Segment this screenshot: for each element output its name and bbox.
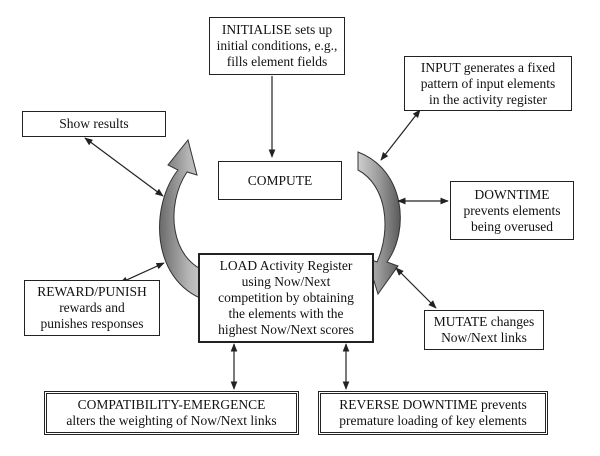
initialise-line-3: fills element fields bbox=[226, 54, 328, 69]
load-line-2: using Now/Next bbox=[241, 274, 331, 289]
cycle-arrow-left bbox=[159, 138, 209, 301]
input-line-2: pattern of input elements bbox=[420, 75, 556, 91]
load-line-5: highest Now/Next scores bbox=[218, 322, 354, 337]
show-results-box: Show results bbox=[22, 111, 166, 137]
connector-input-right-arrow bbox=[380, 109, 421, 161]
compute-box: COMPUTE bbox=[218, 161, 342, 200]
reward-punish-box: REWARD/PUNISH rewards and punishes respo… bbox=[24, 280, 160, 336]
compatibility-line-2: alters the weighting of Now/Next links bbox=[66, 413, 277, 428]
downtime-line-2: prevents elements bbox=[463, 202, 561, 218]
load-activity-register-box: LOAD Activity Register using Now/Next co… bbox=[198, 253, 374, 343]
mutate-line-2: Now/Next links bbox=[441, 330, 527, 345]
input-line-1: INPUT generates a fixed bbox=[420, 59, 556, 75]
mutate-box: MUTATE changes Now/Next links bbox=[424, 310, 544, 350]
reverse-downtime-line-1: REVERSE DOWNTIME prevents bbox=[339, 397, 527, 412]
initialise-line-1: INITIALISE sets up bbox=[221, 22, 333, 37]
mutate-line-1: MUTATE changes bbox=[433, 314, 535, 329]
compatibility-line-1: COMPATIBILITY-EMERGENCE bbox=[77, 397, 266, 412]
reward-punish-line-3: punishes responses bbox=[40, 316, 144, 331]
reward-punish-line-1: REWARD/PUNISH bbox=[37, 284, 147, 299]
compatibility-emergence-box: COMPATIBILITY-EMERGENCE alters the weigh… bbox=[44, 391, 299, 435]
downtime-line-1: DOWNTIME bbox=[474, 186, 550, 202]
downtime-box: DOWNTIME prevents elements being overuse… bbox=[450, 181, 574, 240]
initialise-line-2: initial conditions, e.g., bbox=[216, 38, 338, 53]
connector-show-results-left-arrow bbox=[84, 137, 164, 197]
cycle-arrow-right bbox=[357, 151, 401, 296]
initialise-box: INITIALISE sets up initial conditions, e… bbox=[209, 17, 345, 75]
reverse-downtime-box: REVERSE DOWNTIME prevents premature load… bbox=[318, 391, 548, 435]
load-line-1: LOAD Activity Register bbox=[219, 258, 353, 273]
connector-reward-left-arrow bbox=[119, 262, 165, 284]
connector-mutate-right-arrow bbox=[395, 267, 437, 309]
reward-punish-line-2: rewards and bbox=[59, 300, 125, 315]
input-box: INPUT generates a fixed pattern of input… bbox=[404, 56, 572, 111]
load-line-4: the elements with the bbox=[228, 306, 344, 321]
input-line-3: in the activity register bbox=[428, 91, 548, 107]
downtime-line-3: being overused bbox=[470, 218, 554, 234]
show-results-label: Show results bbox=[59, 116, 129, 131]
compute-label: COMPUTE bbox=[247, 172, 313, 188]
load-line-3: competition by obtaining bbox=[218, 290, 354, 305]
reverse-downtime-line-2: premature loading of key elements bbox=[339, 413, 527, 428]
